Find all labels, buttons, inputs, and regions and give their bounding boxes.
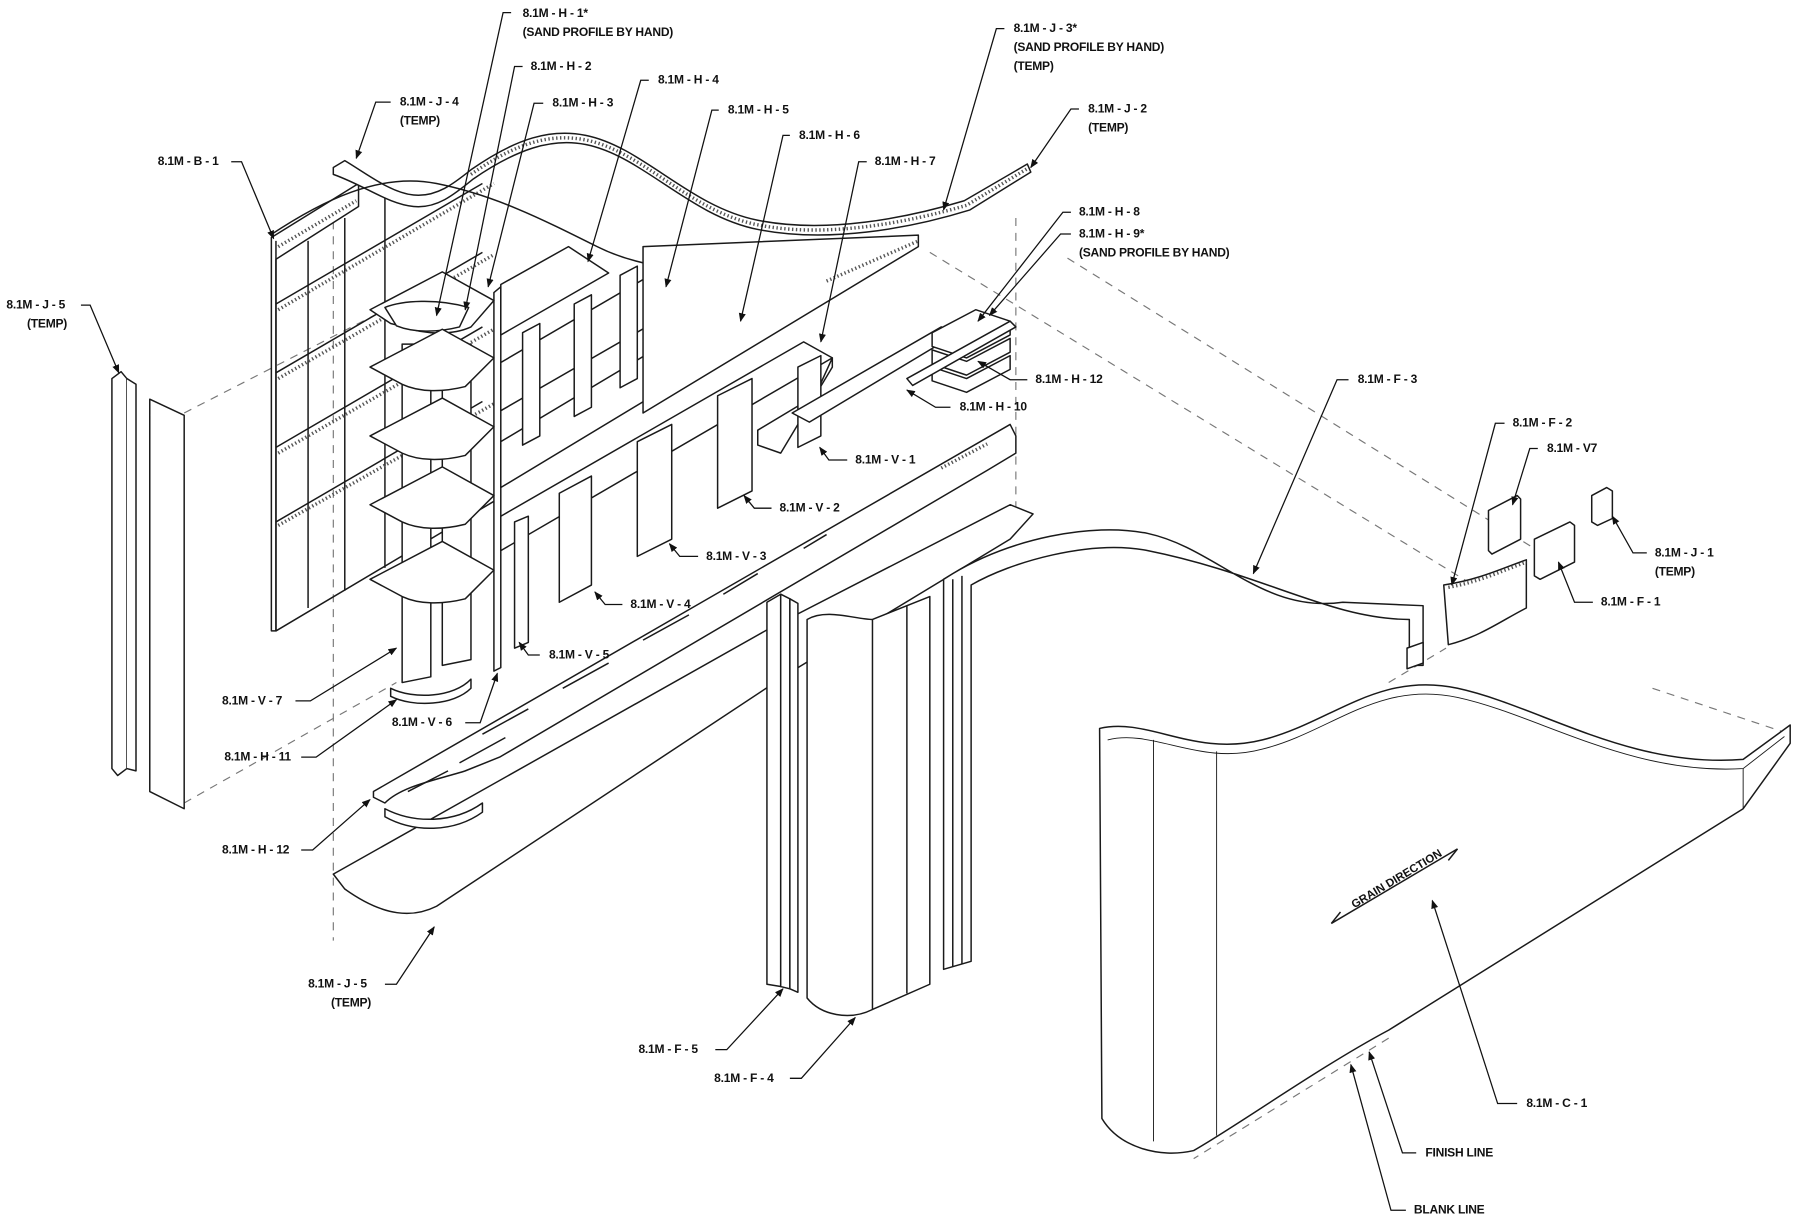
leader-line-h11 bbox=[301, 699, 398, 758]
callout-label-v4: 8.1M - V - 4 bbox=[630, 597, 691, 611]
leader-line-v2 bbox=[743, 494, 772, 509]
callout-label-j1-note-1: (TEMP) bbox=[1655, 564, 1695, 578]
base-strips bbox=[332, 423, 1034, 915]
curved-end-panel-f4 bbox=[806, 595, 931, 1017]
leader-line-v4 bbox=[594, 591, 623, 606]
leader-line-b1 bbox=[231, 161, 275, 240]
callout-label-b1: 8.1M - B - 1 bbox=[158, 154, 219, 168]
callout-label-j5b: 8.1M - J - 5 bbox=[308, 977, 367, 991]
leader-line-v7 bbox=[295, 647, 398, 702]
leader-line-v1 bbox=[819, 446, 848, 461]
callout-label-v7: 8.1M - V - 7 bbox=[222, 693, 283, 707]
callout-label-h1: 8.1M - H - 1* bbox=[523, 6, 589, 20]
callout-label-h5: 8.1M - H - 5 bbox=[728, 103, 789, 117]
callout-label-j5a-note-1: (TEMP) bbox=[27, 317, 67, 331]
leader-line-h6 bbox=[738, 134, 790, 323]
filler-strip-f5 bbox=[766, 593, 799, 994]
leader-line-j3 bbox=[942, 28, 1005, 211]
wave-panel-f3 bbox=[942, 529, 1424, 971]
callout-label-j3-note-1: (SAND PROFILE BY HAND) bbox=[1014, 40, 1165, 54]
callout-label-h11: 8.1M - H - 11 bbox=[224, 750, 291, 764]
callout-label-j5b-note-1: (TEMP) bbox=[331, 996, 371, 1010]
leader-line-v3 bbox=[668, 543, 699, 557]
callout-label-finish: FINISH LINE bbox=[1425, 1145, 1493, 1159]
leader-line-j5a bbox=[80, 304, 120, 374]
leader-line-h5 bbox=[664, 109, 719, 288]
leader-line-j4 bbox=[355, 101, 391, 160]
callout-label-v7b: 8.1M - V7 bbox=[1547, 441, 1598, 455]
curved-panel-c1 bbox=[1098, 684, 1791, 1160]
leader-line-h12b bbox=[301, 798, 371, 851]
leader-line-h2 bbox=[463, 65, 523, 311]
leader-line-c1 bbox=[1431, 899, 1518, 1105]
callout-label-h3: 8.1M - H - 3 bbox=[552, 96, 613, 110]
leader-line-h7 bbox=[819, 161, 867, 343]
leader-line-f2 bbox=[1450, 422, 1505, 586]
callout-label-h12a: 8.1M - H - 12 bbox=[1035, 372, 1103, 386]
leader-line-v5 bbox=[518, 641, 540, 656]
callout-label-h7: 8.1M - H - 7 bbox=[875, 154, 936, 168]
callout-label-f3: 8.1M - F - 3 bbox=[1358, 372, 1418, 386]
callout-label-j3-note-2: (TEMP) bbox=[1014, 59, 1054, 73]
callout-label-j1: 8.1M - J - 1 bbox=[1655, 545, 1714, 559]
callout-label-h6: 8.1M - H - 6 bbox=[799, 128, 860, 142]
leader-line-blank bbox=[1349, 1063, 1406, 1211]
callout-label-h2: 8.1M - H - 2 bbox=[531, 59, 592, 73]
callout-label-h9-note-1: (SAND PROFILE BY HAND) bbox=[1079, 245, 1230, 259]
leader-line-h3 bbox=[486, 102, 544, 288]
callout-label-c1: 8.1M - C - 1 bbox=[1526, 1096, 1587, 1110]
callout-label-j4-note-1: (TEMP) bbox=[400, 113, 440, 127]
callout-label-j4: 8.1M - J - 4 bbox=[400, 95, 459, 109]
callout-label-f5: 8.1M - F - 5 bbox=[638, 1042, 698, 1056]
leader-line-v7b bbox=[1511, 447, 1538, 506]
callout-leaders bbox=[80, 11, 1647, 1211]
leader-line-h10 bbox=[906, 389, 951, 408]
leader-line-j1 bbox=[1611, 515, 1647, 554]
leader-line-f1 bbox=[1557, 561, 1593, 603]
middle-shelves bbox=[500, 234, 960, 649]
callout-label-v1: 8.1M - V - 1 bbox=[855, 452, 916, 466]
leader-line-j5b bbox=[384, 926, 435, 985]
callout-label-h12b: 8.1M - H - 12 bbox=[222, 842, 290, 856]
callout-label-j2: 8.1M - J - 2 bbox=[1088, 101, 1147, 115]
callout-label-h1-note-1: (SAND PROFILE BY HAND) bbox=[523, 25, 674, 39]
callout-label-j2-note-1: (TEMP) bbox=[1088, 120, 1128, 134]
callout-label-blank: BLANK LINE bbox=[1414, 1203, 1485, 1217]
callout-label-v5: 8.1M - V - 5 bbox=[549, 647, 610, 661]
leader-line-v6 bbox=[465, 672, 499, 724]
callout-label-v3: 8.1M - V - 3 bbox=[706, 549, 767, 563]
callout-label-j3: 8.1M - J - 3* bbox=[1014, 21, 1078, 35]
callout-label-j5a: 8.1M - J - 5 bbox=[6, 298, 65, 312]
leader-line-h1 bbox=[434, 11, 512, 317]
callout-label-v2: 8.1M - V - 2 bbox=[780, 501, 841, 515]
callout-label-h9: 8.1M - H - 9* bbox=[1079, 226, 1145, 240]
callout-label-f1: 8.1M - F - 1 bbox=[1601, 595, 1661, 609]
leader-line-j2 bbox=[1030, 108, 1079, 169]
leader-line-f3 bbox=[1252, 379, 1349, 575]
leader-line-h4 bbox=[586, 79, 649, 263]
leader-line-h9 bbox=[988, 233, 1071, 317]
callout-label-v6: 8.1M - V - 6 bbox=[392, 715, 453, 729]
leader-line-finish bbox=[1368, 1051, 1417, 1154]
callout-label-h8: 8.1M - H - 8 bbox=[1079, 205, 1140, 219]
leader-line-h12a bbox=[977, 360, 1028, 381]
callout-label-f4: 8.1M - F - 4 bbox=[714, 1071, 774, 1085]
shelf-stack-h8-h12 bbox=[906, 308, 1017, 394]
strip-j5-vertical bbox=[111, 370, 185, 810]
callout-label-f2: 8.1M - F - 2 bbox=[1513, 416, 1573, 430]
leader-line-f5 bbox=[715, 988, 784, 1051]
corner-shelf-tower bbox=[369, 271, 502, 705]
callout-label-h4: 8.1M - H - 4 bbox=[658, 73, 719, 87]
small-parts-right bbox=[1442, 486, 1614, 646]
callout-labels: 8.1M - H - 1* (SAND PROFILE BY HAND) 8.1M … bbox=[6, 6, 1714, 1216]
callout-label-h10: 8.1M - H - 10 bbox=[960, 400, 1028, 414]
leader-line-f4 bbox=[789, 1016, 856, 1079]
leader-line-h8 bbox=[977, 211, 1071, 322]
